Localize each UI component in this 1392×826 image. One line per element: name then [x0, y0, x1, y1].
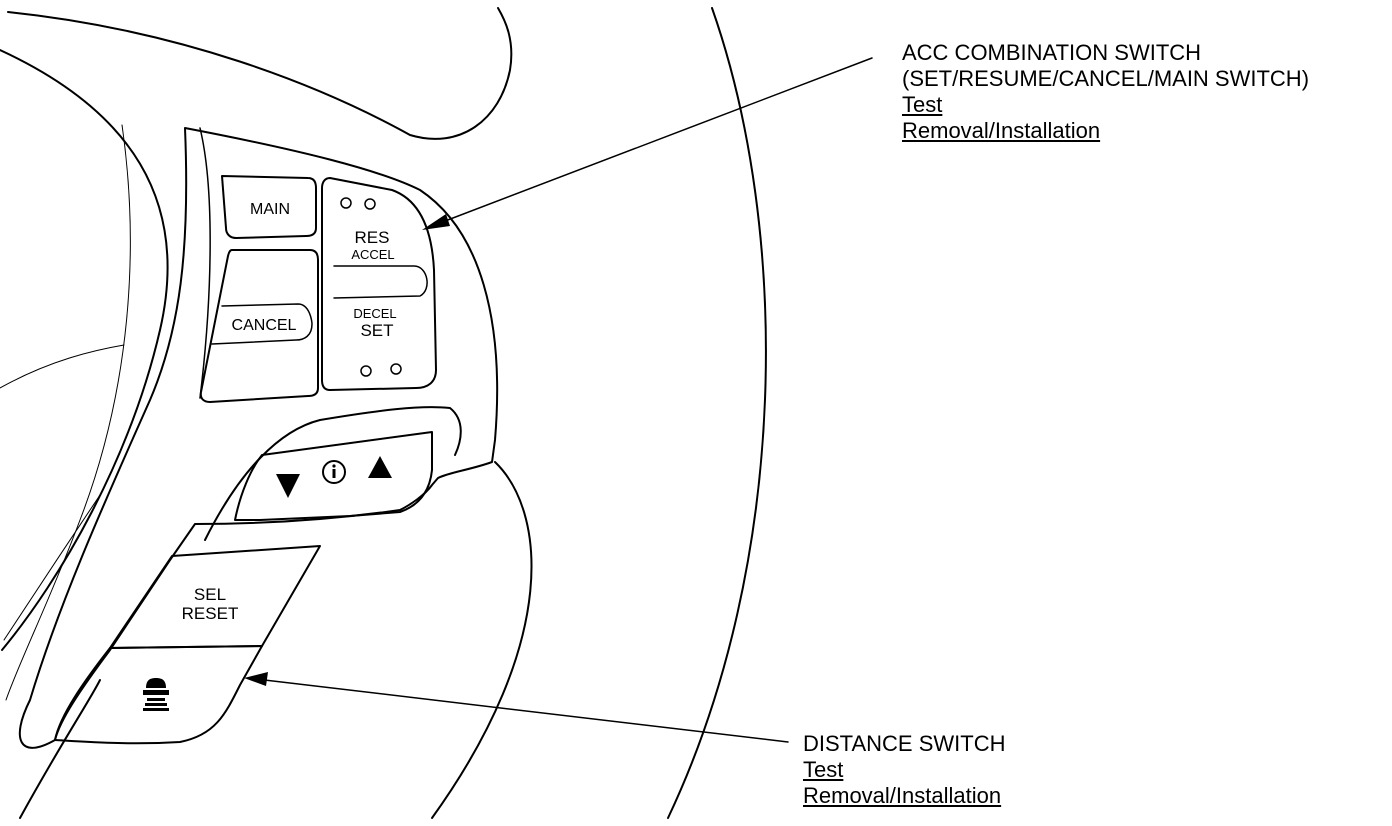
- rocker-dot: [364, 198, 376, 210]
- bezel-inner-lower: [204, 406, 462, 541]
- res-set-rocker-button[interactable]: [321, 177, 437, 391]
- acc-arrowhead-icon: [422, 214, 450, 230]
- distance-removal-installation-link[interactable]: Removal/Installation: [803, 783, 1002, 808]
- wheel-rim-top: [7, 7, 513, 140]
- set-label: SET: [360, 321, 393, 340]
- wheel-line-left: [0, 344, 125, 389]
- distance-arrowhead-icon: [244, 672, 268, 686]
- cancel-label: CANCEL: [232, 317, 297, 334]
- sel-label: SEL: [194, 585, 226, 604]
- info-icon[interactable]: [322, 460, 346, 484]
- wheel-spoke-inner: [5, 124, 131, 701]
- vehicle-distance-icon: [143, 678, 169, 711]
- rocker-dot: [340, 197, 352, 209]
- cancel-button[interactable]: [199, 249, 319, 403]
- info-switch-panel: [234, 431, 433, 521]
- distance-switch-callout: DISTANCE SWITCH Test Removal/Installatio…: [803, 731, 1005, 809]
- distance-callout-title: DISTANCE SWITCH: [803, 731, 1006, 756]
- res-label: RES: [355, 228, 390, 247]
- wheel-spoke-left: [0, 49, 169, 651]
- cancel-recess: [211, 303, 313, 345]
- wheel-line-bottom: [19, 679, 101, 819]
- acc-callout-title-line2: (SET/RESUME/CANCEL/MAIN SWITCH): [902, 66, 1310, 91]
- rocker-divider: [333, 265, 428, 299]
- triangle-up-icon[interactable]: [368, 456, 392, 478]
- acc-removal-installation-link[interactable]: Removal/Installation: [902, 118, 1101, 143]
- acc-test-link[interactable]: Test: [902, 92, 943, 117]
- acc-callout-title-line1: ACC COMBINATION SWITCH: [902, 40, 1202, 65]
- wheel-column-right: [431, 461, 533, 819]
- rocker-dot: [390, 363, 402, 375]
- acc-leader-line: [431, 57, 873, 227]
- switch-bezel: [18, 127, 499, 749]
- distance-test-link[interactable]: Test: [803, 757, 844, 782]
- main-label: MAIN: [250, 201, 290, 218]
- triangle-down-icon[interactable]: [276, 474, 300, 498]
- distance-button[interactable]: [54, 645, 263, 745]
- decel-label: DECEL: [353, 306, 396, 321]
- bezel-inner-edge: [199, 127, 211, 399]
- accel-label: ACCEL: [351, 247, 394, 262]
- rocker-dot: [360, 365, 372, 377]
- acc-combination-switch-callout: ACC COMBINATION SWITCH (SET/RESUME/CANCE…: [902, 40, 1309, 144]
- reset-label: RESET: [182, 604, 239, 623]
- wheel-rim-right: [667, 7, 767, 819]
- main-button[interactable]: [221, 175, 317, 239]
- distance-leader-line: [255, 678, 789, 743]
- wheel-line-left-lower: [3, 494, 101, 641]
